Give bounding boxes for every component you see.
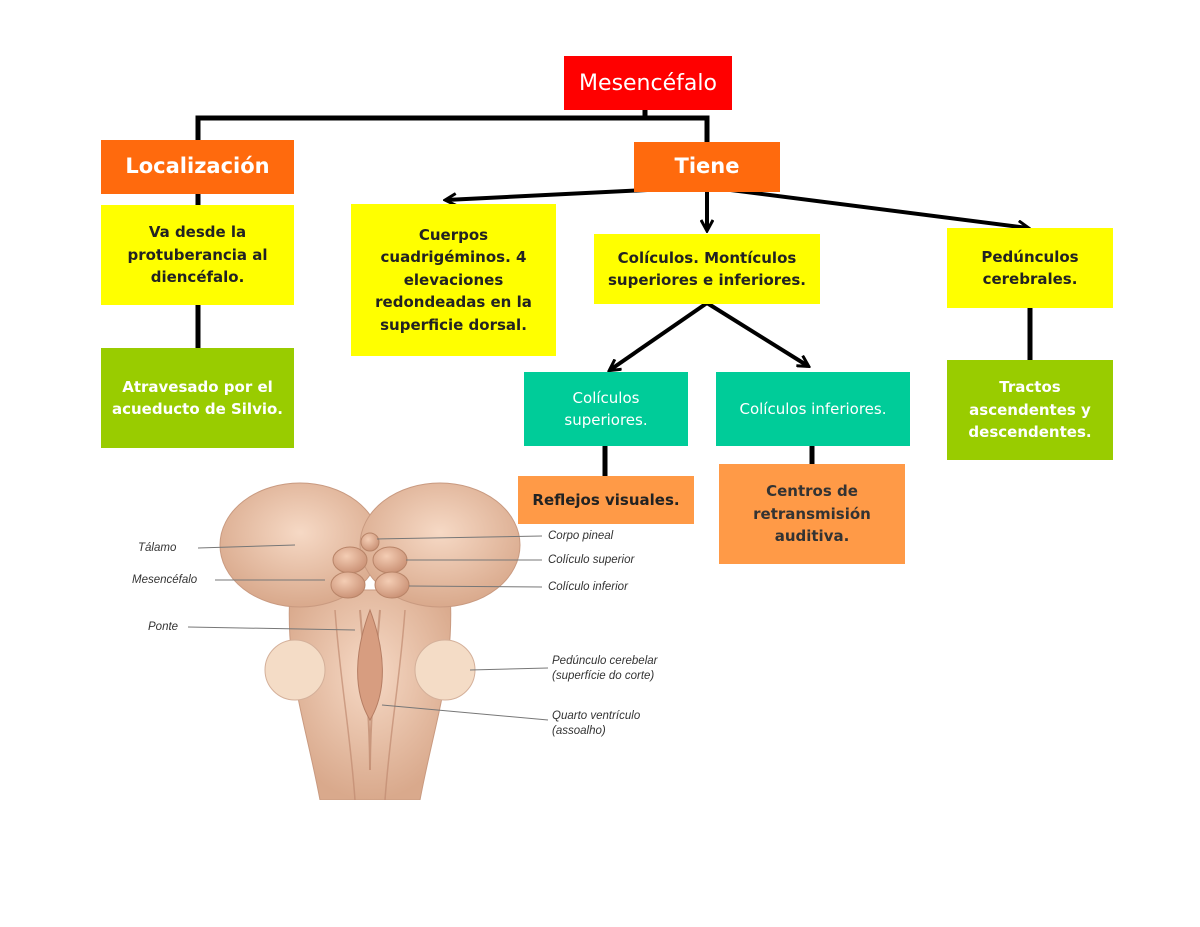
cuerpos-node: Cuerpos cuadrigéminos. 4 elevaciones red… <box>351 204 556 356</box>
label-quarto-1: Quarto ventrículo <box>552 710 641 722</box>
label-pedunculo-2: (superfície do corte) <box>552 670 654 682</box>
coliculos-superiores-node: Colículos superiores. <box>524 372 688 446</box>
centros-node: Centros de retransmisión auditiva. <box>719 464 905 564</box>
localizacion-crossed-node: Atravesado por el acueducto de Silvio. <box>101 348 294 448</box>
brainstem-illustration: Tálamo Mesencéfalo Ponte Corpo pineal Co… <box>132 482 659 800</box>
localizacion-range-node: Va desde la protuberancia al diencéfalo. <box>101 205 294 305</box>
arrow-to-inf <box>705 301 808 366</box>
root-bracket-line <box>195 115 710 142</box>
arrow-to-pedunculos <box>706 185 1028 228</box>
root-node: Mesencéfalo <box>564 56 732 110</box>
label-mesencefalo: Mesencéfalo <box>132 574 198 586</box>
label-quarto-2: (assoalho) <box>552 725 606 737</box>
label-ponte: Ponte <box>148 621 178 633</box>
label-pedunculo-1: Pedúnculo cerebelar <box>552 655 659 667</box>
label-corpo-pineal: Corpo pineal <box>548 530 614 542</box>
tiene-header: Tiene <box>634 142 780 192</box>
arrow-to-sup <box>610 301 709 370</box>
localizacion-header: Localización <box>101 140 294 194</box>
tractos-node: Tractos ascendentes y descendentes. <box>947 360 1113 460</box>
label-talamo: Tálamo <box>138 542 177 554</box>
pedunculos-node: Pedúnculos cerebrales. <box>947 228 1113 308</box>
label-coliculo-superior: Colículo superior <box>548 554 635 566</box>
label-coliculo-inferior: Colículo inferior <box>548 581 629 593</box>
coliculos-node: Colículos. Montículos superiores e infer… <box>594 234 820 304</box>
coliculos-inferiores-node: Colículos inferiores. <box>716 372 910 446</box>
reflejos-node: Reflejos visuales. <box>518 476 694 524</box>
